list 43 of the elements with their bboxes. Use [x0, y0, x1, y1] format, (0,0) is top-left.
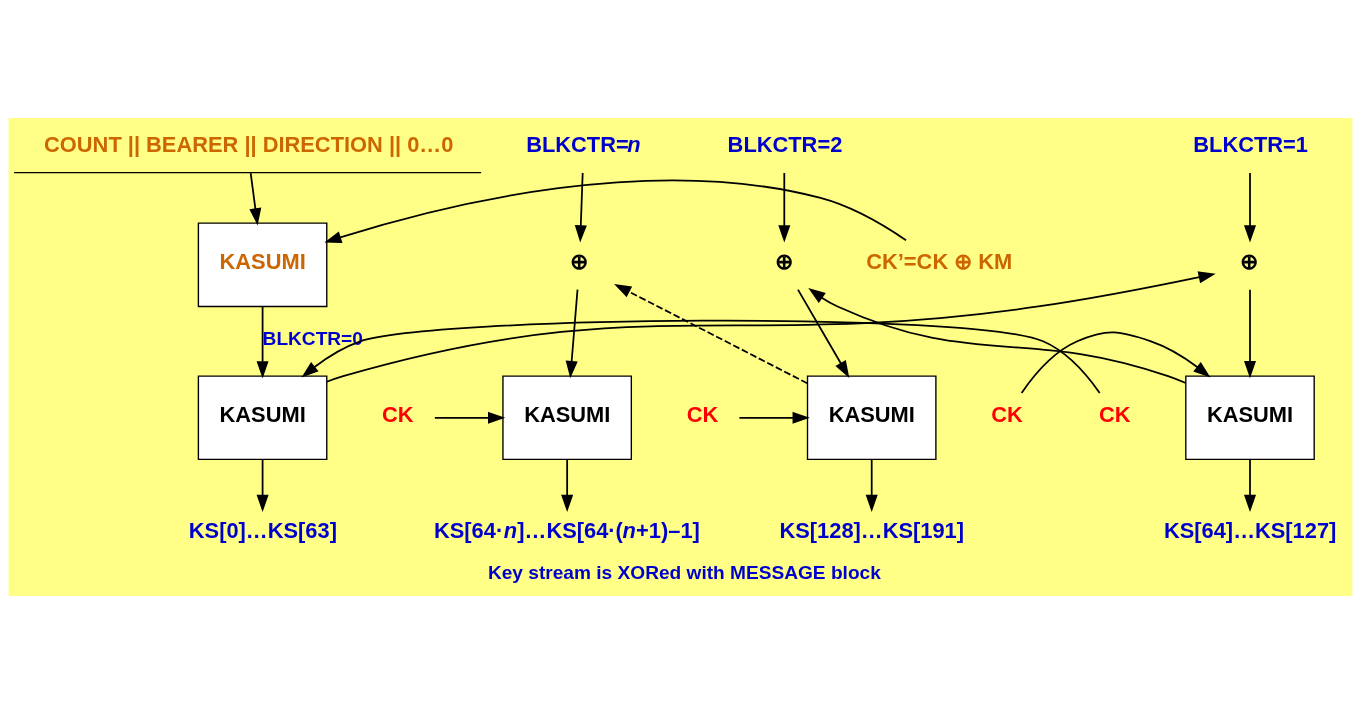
arrow [797, 288, 850, 378]
arrow [614, 283, 809, 384]
node-box: KASUMI [197, 221, 328, 307]
node-text: COUNT || BEARER || DIRECTION || 0…0 [44, 131, 454, 157]
node-text: CK [382, 401, 414, 427]
arrow [1243, 171, 1257, 243]
arrow [808, 287, 1187, 384]
node-text: CK [686, 401, 719, 427]
node-text: BLKCTR=2 [727, 131, 843, 157]
node-text: KS[64]…KS[127] [1163, 517, 1337, 543]
node-text: CK [991, 401, 1023, 427]
node-text: CK [1099, 401, 1131, 427]
arrow [324, 179, 907, 243]
node-text: BLKCTR=n [526, 131, 641, 157]
arrow [778, 171, 791, 243]
arrow [301, 319, 1101, 394]
node-text: BLKCTR=1 [1193, 131, 1309, 157]
node-text: CK’=CK ⊕ KM [866, 248, 1013, 274]
edge-label: BLKCTR=0 [262, 327, 363, 349]
arrow [249, 171, 262, 225]
node-text: KS[0]…KS[63] [188, 517, 337, 543]
caption: Key stream is XORed with MESSAGE block [487, 561, 881, 583]
node-box: KASUMI [197, 374, 328, 460]
arrow [865, 458, 878, 512]
arrow [256, 458, 269, 512]
node-text: KS[128]…KS[191] [779, 517, 965, 543]
arrow [433, 411, 506, 424]
node-text: ⊕ [1240, 248, 1259, 274]
node-text: ⊕ [774, 248, 793, 274]
node-box: KASUMI [806, 374, 937, 460]
arrow [1243, 458, 1257, 512]
arrow [1243, 288, 1257, 378]
node-text: ⊕ [569, 248, 588, 274]
arrow [565, 288, 579, 378]
node-box: KASUMI [1185, 374, 1315, 460]
arrow [1020, 331, 1211, 394]
arrow [574, 171, 587, 243]
arrow [256, 305, 269, 378]
node-text: KS[64·n]…KS[64·(n+1)–1] [433, 517, 700, 543]
arrow [325, 270, 1216, 383]
node-box: KASUMI [502, 374, 632, 460]
arrow [561, 458, 574, 512]
arrow [738, 411, 810, 424]
